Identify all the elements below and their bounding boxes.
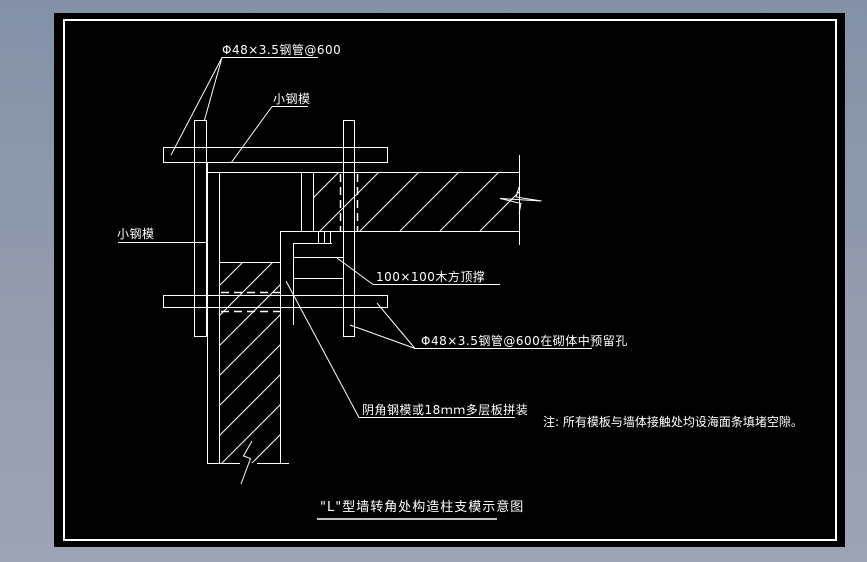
leader-pipe-top-a	[170, 57, 223, 156]
label-pipe-hole: Φ48×3.5钢管@600在砌体中预留孔	[421, 334, 628, 348]
leader-form-top	[230, 106, 273, 164]
right-vertical-post	[343, 120, 355, 337]
break-bolt-bottom	[240, 440, 253, 485]
left-vertical-post	[194, 120, 207, 337]
leader-pipe-top-b	[204, 57, 223, 121]
drawing-border-frame	[63, 19, 837, 541]
leader-pipe-hole-a	[376, 302, 416, 349]
label-steel-form-left: 小钢模	[117, 227, 155, 241]
break-bolt-right	[499, 186, 542, 215]
label-steel-form-top: 小钢模	[273, 92, 311, 106]
top-waler-pipe	[163, 147, 388, 163]
label-corner-form: 阴角钢模或18ｍｍ多层板拼装	[362, 403, 529, 417]
label-wood-brace: 100×100木方顶撑	[376, 270, 486, 284]
note-text: 注: 所有模板与墙体接触处均设海面条填堵空隙。	[543, 415, 803, 429]
drawing-title: "L"型墙转角处构造柱支模示意图	[320, 500, 525, 515]
masonry-walls	[207, 155, 542, 485]
leader-lines	[118, 57, 592, 520]
hatch-wall-band	[313, 172, 519, 231]
preserved-hole-dashed-lines	[221, 174, 359, 313]
leader-wood-brace	[336, 257, 374, 285]
corner-column-detail	[293, 231, 343, 325]
mid-waler-pipe	[163, 295, 388, 308]
drawing-canvas	[54, 13, 845, 547]
leader-corner-form	[285, 280, 360, 418]
hatch-wall-leg	[219, 262, 280, 463]
leader-pipe-hole-b	[349, 324, 416, 349]
label-pipe-top: Φ48×3.5钢管@600	[222, 43, 342, 57]
formwork-members	[163, 120, 388, 337]
